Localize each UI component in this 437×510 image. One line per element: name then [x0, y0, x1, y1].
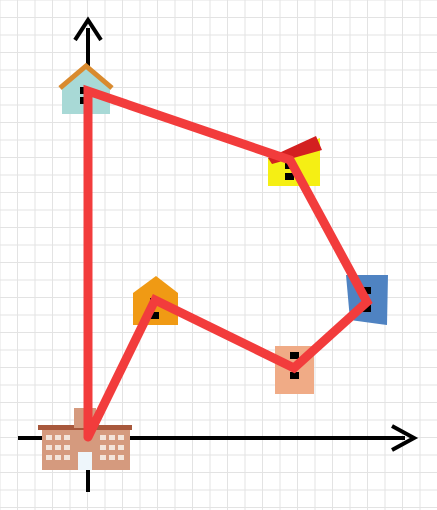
- delivery-route-line: [83, 84, 373, 442]
- y-axis-arrowhead: [73, 16, 103, 42]
- x-axis-arrowhead: [391, 424, 419, 452]
